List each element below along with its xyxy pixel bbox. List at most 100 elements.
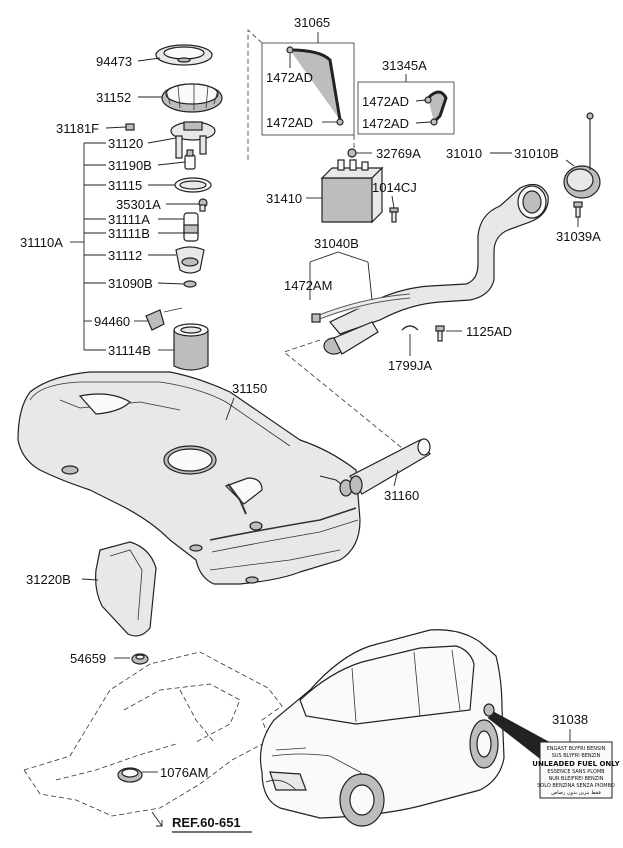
label-31112: 31112 <box>108 248 176 263</box>
svg-text:1472AD: 1472AD <box>266 70 313 85</box>
label-1125ad: 1125AD <box>446 324 512 339</box>
svg-text:31111A: 31111A <box>108 212 150 227</box>
svg-text:54659: 54659 <box>70 651 106 666</box>
label-31110a: 31110A <box>20 142 106 351</box>
label-1472ad-b: 1472AD <box>266 115 337 130</box>
svg-text:SUS BLYFRI BENZIN: SUS BLYFRI BENZIN <box>552 753 601 759</box>
svg-text:1472AD: 1472AD <box>362 94 409 109</box>
svg-text:31112: 31112 <box>108 248 142 263</box>
svg-text:NUR BLEIFREI BENZIN: NUR BLEIFREI BENZIN <box>549 776 604 782</box>
cap-94473 <box>155 44 213 66</box>
svg-text:31160: 31160 <box>384 488 419 503</box>
svg-text:UNLEADED FUEL ONLY: UNLEADED FUEL ONLY <box>532 760 620 768</box>
svg-text:32769A: 32769A <box>376 146 421 161</box>
fuel-label-sticker-31038: ENGAST BLYFRI BENSIN SUS BLYFRI BENZIN U… <box>532 741 621 799</box>
svg-text:31039A: 31039A <box>556 229 601 244</box>
label-1799ja: 1799JA <box>388 334 432 373</box>
label-31111b: 31111B <box>108 226 184 241</box>
label-31152: 31152 <box>96 90 162 105</box>
pump-31111 <box>183 212 199 242</box>
svg-text:31120: 31120 <box>108 136 143 151</box>
ring-31115 <box>174 177 212 193</box>
svg-text:REF.60-651: REF.60-651 <box>172 815 241 830</box>
ring-31152 <box>161 83 223 113</box>
svg-text:31010B: 31010B <box>514 146 559 161</box>
label-31038: 31038 <box>552 712 588 742</box>
reservoir-31114b <box>173 323 209 371</box>
svg-text:31111B: 31111B <box>108 226 150 241</box>
svg-text:31150: 31150 <box>232 381 267 396</box>
svg-text:94460: 94460 <box>94 314 130 329</box>
label-31040b: 31040B <box>309 236 373 301</box>
svg-text:1014CJ: 1014CJ <box>372 180 417 195</box>
label-31220b: 31220B <box>26 572 99 587</box>
label-31181f: 31181F <box>56 121 127 136</box>
svg-text:31152: 31152 <box>96 90 131 105</box>
label-31345a: 31345A <box>382 58 427 82</box>
svg-text:31010: 31010 <box>446 146 482 161</box>
svg-text:فقط بنزين بدون رصاص: فقط بنزين بدون رصاص <box>551 790 601 796</box>
svg-text:31114B: 31114B <box>108 343 151 358</box>
label-31150: 31150 <box>225 381 267 421</box>
label-31010: 31010 <box>446 146 482 161</box>
label-32769a: 32769A <box>356 146 421 161</box>
filler-neck-31040b <box>311 183 549 355</box>
svg-text:31110A: 31110A <box>20 235 63 250</box>
label-1472ad-d: 1472AD <box>362 116 432 131</box>
label-31039a: 31039A <box>556 217 601 244</box>
svg-text:94473: 94473 <box>96 54 132 69</box>
box-31345a <box>357 81 455 135</box>
label-31120: 31120 <box>108 136 177 151</box>
svg-text:1472AM: 1472AM <box>284 278 332 293</box>
fuel-cap-31010b <box>563 112 601 199</box>
label-31160: 31160 <box>384 469 419 503</box>
svg-text:31038: 31038 <box>552 712 588 727</box>
svg-text:35301A: 35301A <box>116 197 161 212</box>
svg-text:ESSENCE SANS PLOMB: ESSENCE SANS PLOMB <box>547 769 605 775</box>
svg-text:1076AM: 1076AM <box>160 765 208 780</box>
svg-text:ENGAST BLYFRI BENSIN: ENGAST BLYFRI BENSIN <box>547 746 606 752</box>
clamp-1799ja <box>401 325 419 331</box>
label-1014cj: 1014CJ <box>372 180 417 209</box>
label-94460: 94460 <box>94 314 148 329</box>
svg-text:1799JA: 1799JA <box>388 358 432 373</box>
svg-text:31220B: 31220B <box>26 572 71 587</box>
flange-31120 <box>170 121 216 159</box>
hose-31160 <box>349 438 431 495</box>
label-1472ad-a: 1472AD <box>266 54 313 85</box>
svg-text:31410: 31410 <box>266 191 302 206</box>
svg-text:31181F: 31181F <box>56 121 99 136</box>
svg-text:1125AD: 1125AD <box>466 324 512 339</box>
label-31090b: 31090B <box>108 276 185 291</box>
plug-1076am <box>117 767 143 783</box>
bolt-1014cj <box>389 207 399 223</box>
svg-text:1472AD: 1472AD <box>362 116 409 131</box>
svg-text:31065: 31065 <box>294 15 330 30</box>
canister-31410 <box>320 159 384 224</box>
label-54659: 54659 <box>70 651 130 666</box>
label-31190b: 31190B <box>108 158 186 173</box>
label-31114b: 31114B <box>108 343 174 358</box>
box-31065 <box>261 42 355 136</box>
svg-text:SOLO BENZINA SENZA PIOMBO: SOLO BENZINA SENZA PIOMBO <box>537 783 615 789</box>
strainer-31112 <box>175 246 205 274</box>
regulator-31190b <box>184 149 196 170</box>
bolt-31039a <box>573 201 583 218</box>
label-31111a: 31111A <box>108 212 184 227</box>
ref-60-651[interactable]: REF.60-651 <box>151 811 252 833</box>
filter-31090b <box>183 280 197 288</box>
car-illustration <box>259 629 561 827</box>
label-1472ad-c: 1472AD <box>362 94 427 109</box>
label-94473: 94473 <box>96 54 161 69</box>
clip-31181f <box>125 123 135 131</box>
sender-35301a <box>198 198 208 212</box>
label-1076am: 1076AM <box>142 765 208 780</box>
fuel-tank-31150 <box>17 371 361 585</box>
label-31065: 31065 <box>294 15 330 43</box>
label-31010b: 31010B <box>490 146 575 167</box>
svg-text:31345A: 31345A <box>382 58 427 73</box>
label-31115: 31115 <box>108 178 175 193</box>
svg-text:31190B: 31190B <box>108 158 152 173</box>
bolt-1125ad <box>435 325 445 342</box>
